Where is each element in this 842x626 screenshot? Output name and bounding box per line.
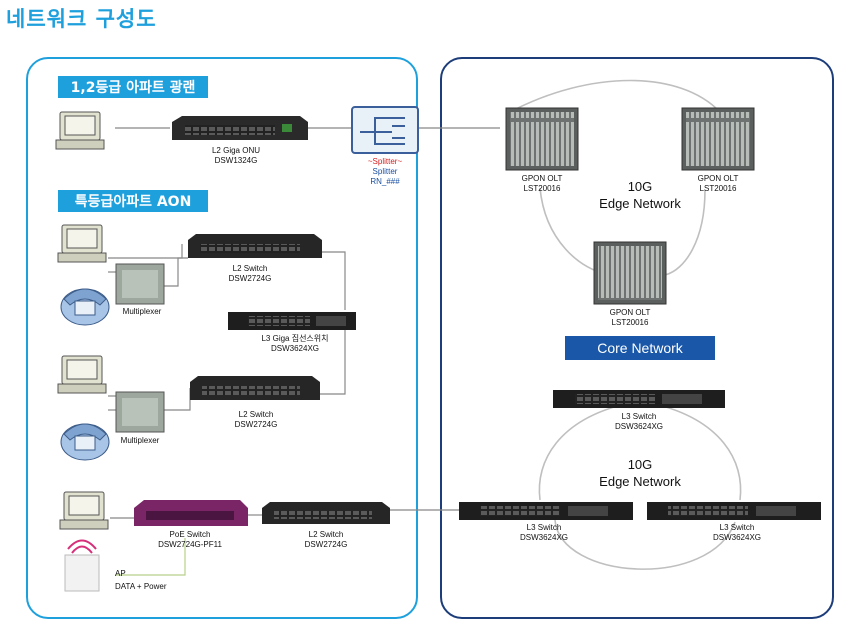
- l2-switch-device: [262, 502, 390, 524]
- l2-switch-mid-label: L2 Switch DSW2724G: [234, 410, 278, 429]
- edge-network-label-1: 10G Edge Network: [599, 179, 681, 211]
- onu-label: L2 Giga ONU DSW1324G: [211, 146, 261, 165]
- pc-icon: [59, 491, 109, 530]
- section-badge-fiber: 1,2등급 아파트 광랜: [58, 76, 208, 98]
- ap-power-label: DATA + Power: [115, 582, 167, 591]
- olt-label-3: GPON OLT LST20016: [609, 308, 651, 327]
- l3-core-switch-device: [647, 502, 821, 520]
- l3-aggregation-label: L3 Giga 집선스위치 DSW3624XG: [261, 334, 329, 353]
- splitter-icon: [351, 106, 419, 154]
- l3-core-switch-device: [459, 502, 633, 520]
- core-network-badge: Core Network: [565, 336, 715, 360]
- pc-icon: [57, 224, 107, 263]
- gpon-olt-rack: [681, 107, 755, 171]
- l3-core-top-label: L3 Switch DSW3624XG: [614, 412, 664, 431]
- phone-icon: [60, 288, 110, 326]
- multiplexer-label-2: Multiplexer: [120, 436, 160, 445]
- poe-switch-device: [134, 500, 248, 526]
- l3-core-right-label: L3 Switch DSW3624XG: [712, 523, 762, 542]
- l2-switch-bottom-label: L2 Switch DSW2724G: [304, 530, 348, 549]
- edge-network-label-2: 10G Edge Network: [599, 457, 681, 489]
- section-badge-aon: 특등급아파트 AON: [58, 190, 208, 212]
- access-network-panel: [26, 57, 418, 619]
- onu-device: [172, 116, 308, 140]
- l2-switch-top-label: L2 Switch DSW2724G: [228, 264, 272, 283]
- l3-core-left-label: L3 Switch DSW3624XG: [519, 523, 569, 542]
- pc-icon: [57, 355, 107, 394]
- gpon-olt-rack: [593, 241, 667, 305]
- multiplexer-label-1: Multiplexer: [122, 307, 162, 316]
- l3-aggregation-switch-device: [228, 312, 356, 330]
- pc-icon: [55, 111, 105, 150]
- page-title: 네트워크 구성도: [6, 7, 157, 31]
- olt-label-1: GPON OLT LST20016: [521, 174, 563, 193]
- l2-switch-device: [190, 376, 320, 400]
- multiplexer-icon: [115, 263, 165, 305]
- splitter-label: ~Splitter~ Splitter RN_###: [367, 157, 403, 186]
- olt-label-2: GPON OLT LST20016: [697, 174, 739, 193]
- poe-switch-label: PoE Switch DSW2724G-PF11: [158, 530, 222, 549]
- l3-core-switch-device: [553, 390, 725, 408]
- multiplexer-icon: [115, 391, 165, 433]
- phone-icon: [60, 423, 110, 461]
- gpon-olt-rack: [505, 107, 579, 171]
- ap-label: AP: [115, 569, 126, 578]
- access-point-icon: [64, 539, 100, 592]
- l2-switch-device: [188, 234, 322, 258]
- core-network-panel: [440, 57, 834, 619]
